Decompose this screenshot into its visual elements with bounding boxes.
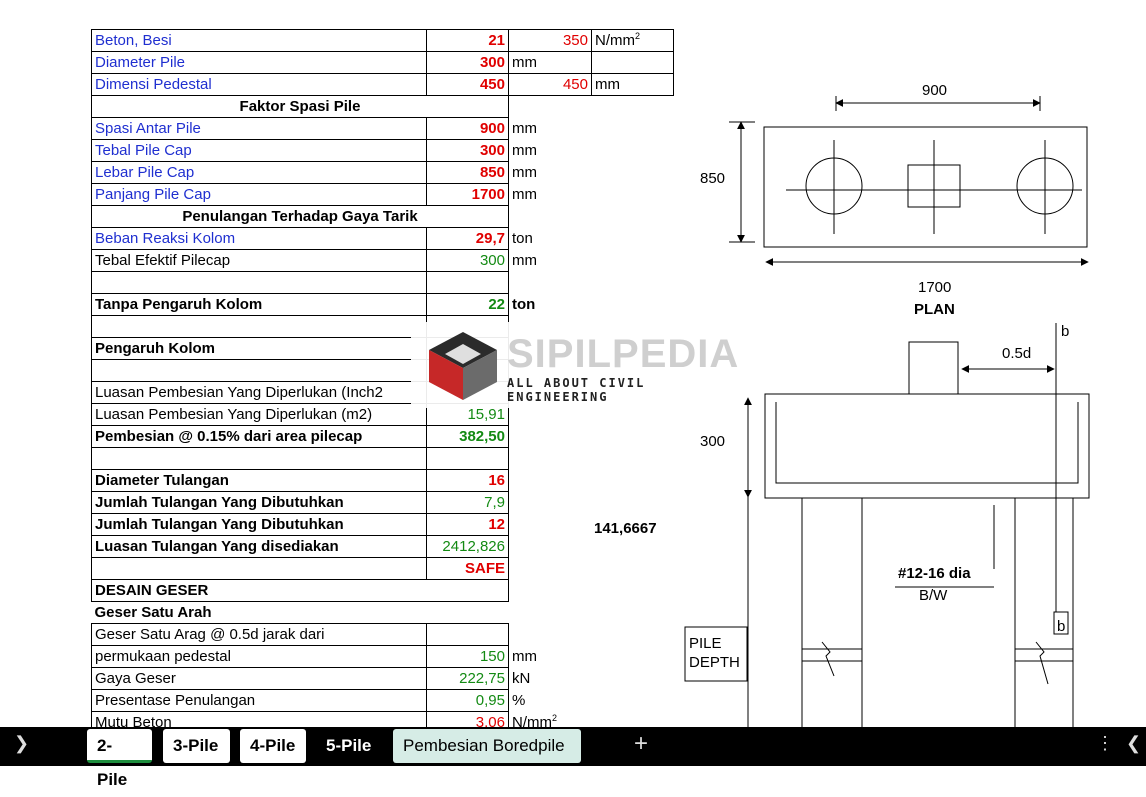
tab-2-pile[interactable]: 2-Pile (87, 729, 152, 789)
table-row[interactable]: Luasan Pembesian Yang Diperlukan (m2) 15… (91, 403, 674, 426)
spreadsheet-area[interactable]: Beton, Besi 21 350 N/mm2 Diameter Pile 3… (0, 0, 1146, 727)
scroll-tabs-right-icon[interactable]: ❯ (14, 733, 30, 753)
table-row[interactable]: permukaan pedestal 150 mm (91, 645, 674, 668)
tab-3-pile[interactable]: 3-Pile (163, 729, 230, 763)
tab-pembesian-boredpile[interactable]: Pembesian Boredpile (393, 729, 581, 763)
section-view (684, 323, 1090, 727)
tab-5-pile[interactable]: 5-Pile (316, 729, 384, 763)
sheet-tab-bar: ❯ 2-Pile 3-Pile 4-Pile 5-Pile Pembesian … (0, 727, 1146, 789)
pilecap-drawing: 900 850 1700 PLAN b 0.5d 300 #12-16 dia … (684, 82, 1090, 727)
table-row[interactable]: Jumlah Tulangan Yang Dibutuhkan 12 (91, 513, 674, 536)
plan-length-label: 1700 (918, 279, 951, 296)
table-row[interactable]: Tebal Efektif Pilecap 300 mm (91, 249, 674, 272)
plan-width-label: 900 (922, 82, 947, 99)
pile-depth-label: PILE (689, 635, 722, 652)
watermark-subtitle: ALL ABOUT CIVIL ENGINEERING (507, 376, 646, 404)
pile-depth-label-2: DEPTH (689, 654, 740, 671)
add-sheet-button[interactable]: + (634, 730, 649, 757)
plan-title: PLAN (914, 301, 955, 318)
table-row[interactable] (91, 447, 674, 470)
calc-table: Beton, Besi 21 350 N/mm2 Diameter Pile 3… (91, 29, 674, 727)
section-b-bottom: b (1057, 618, 1065, 635)
plan-height-label: 850 (700, 170, 725, 187)
tab-4-pile[interactable]: 4-Pile (240, 729, 306, 763)
table-row[interactable]: Geser Satu Arah (94, 604, 212, 621)
half-d-label: 0.5d (1002, 345, 1031, 362)
watermark-title: SIPILPEDIA (507, 332, 740, 376)
table-row[interactable]: DESAIN GESER (91, 579, 674, 602)
rebar-label: #12-16 dia (898, 565, 971, 582)
table-row[interactable]: Panjang Pile Cap 1700 mm (91, 183, 674, 206)
scroll-left-icon[interactable]: ❮ (1126, 733, 1142, 753)
table-row[interactable]: Tebal Pile Cap 300 mm (91, 139, 674, 162)
pile-depth-box (684, 626, 748, 682)
sipilpedia-logo-icon (429, 332, 497, 400)
table-row[interactable]: SAFE (91, 557, 674, 580)
table-row[interactable]: Lebar Pile Cap 850 mm (91, 161, 674, 184)
table-row[interactable]: Mutu Beton 3,06 N/mm2 (91, 711, 674, 727)
plan-view (729, 96, 1089, 266)
table-row[interactable]: Diameter Tulangan 16 (91, 469, 674, 492)
section-b-top: b (1061, 323, 1069, 340)
table-row[interactable]: Jumlah Tulangan Yang Dibutuhkan 7,9 (91, 491, 674, 514)
table-row[interactable]: Beton, Besi 21 350 N/mm2 (91, 29, 674, 52)
pedestal (908, 341, 959, 395)
table-row[interactable]: Pembesian @ 0.15% dari area pilecap 382,… (91, 425, 674, 448)
table-row[interactable]: Tanpa Pengaruh Kolom 22 ton (91, 293, 674, 316)
thickness-label: 300 (700, 433, 725, 450)
pile-cap (764, 393, 1090, 499)
rebar-sub-label: B/W (919, 587, 948, 604)
table-row[interactable]: Dimensi Pedestal 450 450 mm (91, 73, 674, 96)
sipilpedia-watermark: SIPILPEDIA ALL ABOUT CIVIL ENGINEERING (411, 322, 741, 408)
calc-extra-value[interactable]: 141,6667 (594, 520, 657, 537)
more-options-icon[interactable]: ⋮ (1096, 733, 1114, 753)
